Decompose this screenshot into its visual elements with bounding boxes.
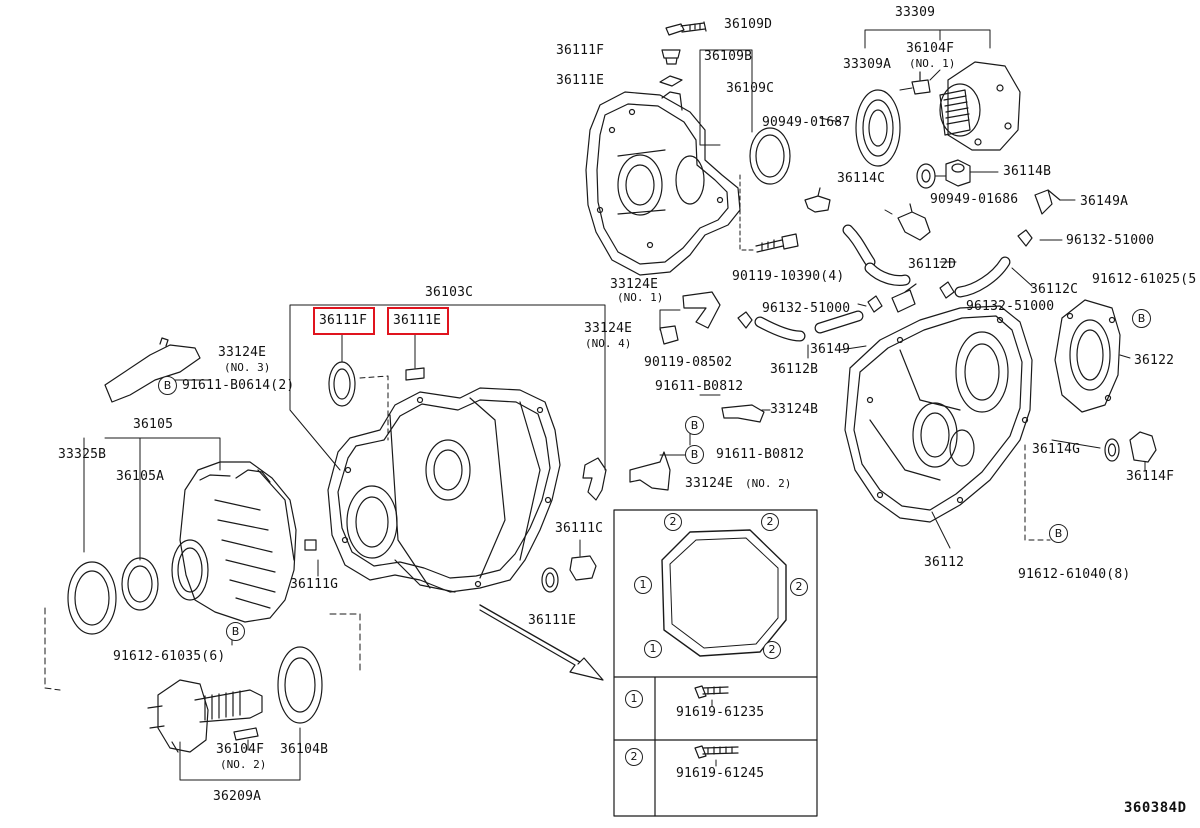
label-36149A: 36149A	[1080, 194, 1129, 209]
label-36122: 36122	[1134, 353, 1175, 368]
transfer-case-drawing	[327, 387, 561, 593]
marker-B-91612-61035: B	[226, 622, 245, 641]
label-33124E-no3: 33124E	[218, 345, 267, 360]
label-36111C: 36111C	[555, 521, 604, 536]
label-96132-51000-c: 96132-51000	[966, 299, 1055, 314]
label-33124E-no2: 33124E	[685, 476, 734, 491]
label-no1-top: (NO. 1)	[909, 57, 956, 70]
legend-marker-2: 2	[625, 748, 643, 766]
label-no3: (NO. 3)	[224, 361, 271, 374]
label-33309A: 33309A	[843, 57, 892, 72]
label-no1-bracket: (NO. 1)	[617, 291, 664, 304]
label-91612-61040: 91612-61040(8)	[1018, 567, 1131, 582]
label-36104F-top: 36104F	[906, 41, 955, 56]
marker-B-91611-a: B	[685, 416, 704, 435]
label-36104F-bottom: 36104F	[216, 742, 265, 757]
label-33124B: 33124B	[770, 402, 819, 417]
legend-marker-1: 1	[625, 690, 643, 708]
marker-B-91612-61025: B	[1132, 309, 1151, 328]
label-36112: 36112	[924, 555, 965, 570]
label-90949-01687: 90949-01687	[762, 115, 851, 130]
label-36149: 36149	[810, 342, 851, 357]
label-91611-B0812-b: 91611-B0812	[716, 447, 805, 462]
marker-2-right: 2	[790, 578, 808, 596]
transfer-cover-drawing	[844, 305, 1033, 523]
marker-1-bottom-left: 1	[644, 640, 662, 658]
label-36105A: 36105A	[116, 469, 165, 484]
label-36209A: 36209A	[213, 789, 262, 804]
label-91612-61035: 91612-61035(6)	[113, 649, 226, 664]
label-36112B: 36112B	[770, 362, 819, 377]
label-36114G: 36114G	[1032, 442, 1081, 457]
label-36112D: 36112D	[908, 257, 957, 272]
label-36111F-highlighted: 36111F	[319, 313, 368, 328]
label-91619-61235: 91619-61235	[676, 705, 765, 720]
label-90119-08502: 90119-08502	[644, 355, 733, 370]
marker-2-top-right: 2	[761, 513, 779, 531]
label-36112C: 36112C	[1030, 282, 1079, 297]
label-36114F: 36114F	[1126, 469, 1175, 484]
marker-B-left-bracket: B	[158, 376, 177, 395]
label-90949-01686: 90949-01686	[930, 192, 1019, 207]
label-90119-10390: 90119-10390(4)	[732, 269, 845, 284]
marker-B-91611-b: B	[685, 445, 704, 464]
label-36109B: 36109B	[704, 49, 753, 64]
label-no2-bracket: (NO. 2)	[745, 477, 792, 490]
label-91612-61025: 91612-61025(5	[1092, 272, 1197, 287]
marker-2-top-left: 2	[664, 513, 682, 531]
label-91619-61245: 91619-61245	[676, 766, 765, 781]
extension-housing-drawing	[585, 91, 741, 276]
label-33124E-no4: 33124E	[584, 321, 633, 336]
marker-1-left: 1	[634, 576, 652, 594]
label-36111F-top: 36111F	[556, 43, 605, 58]
label-36103C: 36103C	[425, 285, 474, 300]
label-no2-bottom: (NO. 2)	[220, 758, 267, 771]
label-91611-B0614: 91611-B0614(2)	[182, 378, 295, 393]
label-91611-B0812-a: 91611-B0812	[655, 379, 744, 394]
marker-B-91612-61040: B	[1049, 524, 1068, 543]
label-36109C: 36109C	[726, 81, 775, 96]
label-33325B: 33325B	[58, 447, 107, 462]
label-33309: 33309	[895, 5, 936, 20]
highlight-box-36111F	[313, 307, 375, 335]
label-36111E-highlighted: 36111E	[393, 313, 442, 328]
label-96132-51000-a: 96132-51000	[1066, 233, 1155, 248]
label-36111G: 36111G	[290, 577, 339, 592]
label-no4: (NO. 4)	[585, 337, 632, 350]
highlight-box-36111E	[387, 307, 449, 335]
label-36114B: 36114B	[1003, 164, 1052, 179]
marker-2-bottom-right: 2	[763, 641, 781, 659]
label-36114C: 36114C	[837, 171, 886, 186]
label-36111E-top: 36111E	[556, 73, 605, 88]
label-36105: 36105	[133, 417, 174, 432]
label-33124E-no1: 33124E	[610, 277, 659, 292]
label-36104B: 36104B	[280, 742, 329, 757]
adapter-housing-drawing	[171, 461, 297, 623]
figure-id: 360384D	[1124, 800, 1187, 816]
label-36111E-bottom: 36111E	[528, 613, 577, 628]
label-36109D: 36109D	[724, 17, 773, 32]
label-96132-51000-b: 96132-51000	[762, 301, 851, 316]
